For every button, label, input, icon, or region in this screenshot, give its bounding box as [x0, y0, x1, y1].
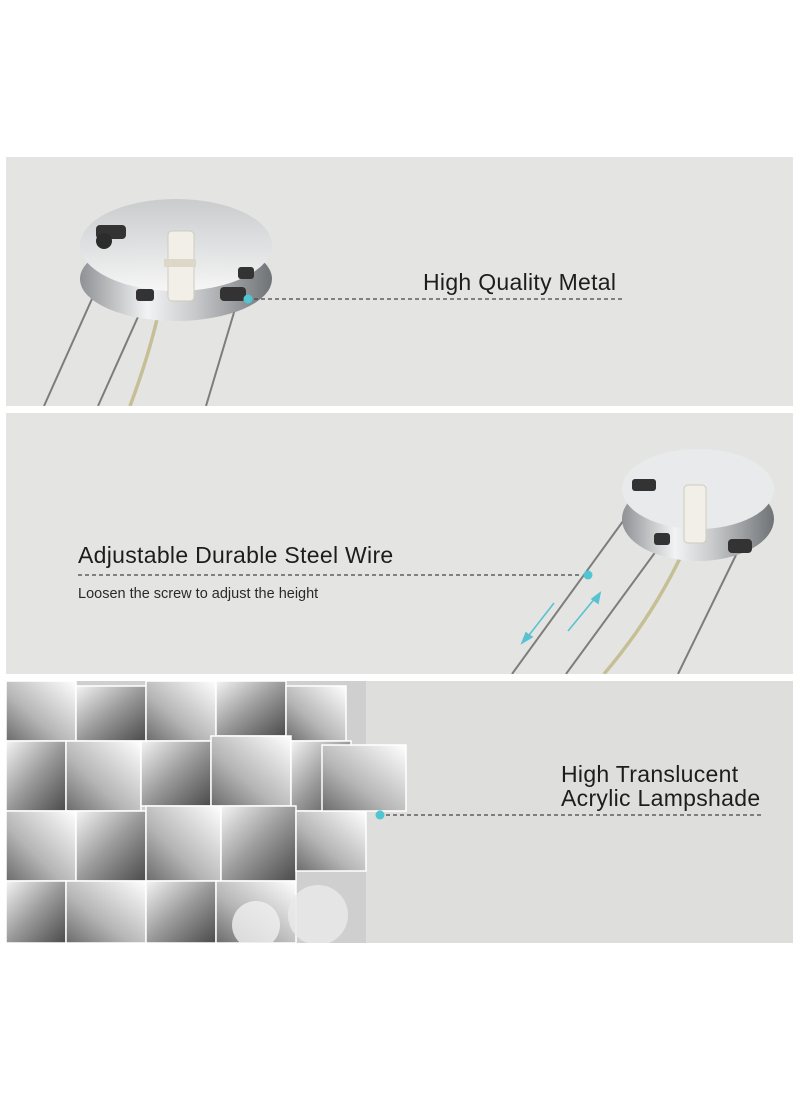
feature-title-wire: Adjustable Durable Steel Wire — [78, 542, 394, 568]
feature-panel-lampshade: High Translucent Acrylic Lampshade — [6, 681, 793, 943]
feature-panel-wire: Adjustable Durable Steel Wire Loosen the… — [6, 413, 793, 674]
feature-title-lampshade-line1: High Translucent — [561, 761, 739, 787]
feature-title-metal: High Quality Metal — [423, 269, 617, 295]
adjust-arrows-icon — [520, 591, 602, 645]
crystal-shade-image — [6, 681, 762, 943]
feature-subtitle-wire: Loosen the screw to adjust the height — [78, 586, 319, 602]
wire-canopy-image — [78, 449, 774, 674]
feature-title-lampshade-line2: Acrylic Lampshade — [561, 785, 761, 811]
canopy-image — [43, 199, 622, 406]
feature-panel-metal: High Quality Metal — [6, 157, 793, 406]
